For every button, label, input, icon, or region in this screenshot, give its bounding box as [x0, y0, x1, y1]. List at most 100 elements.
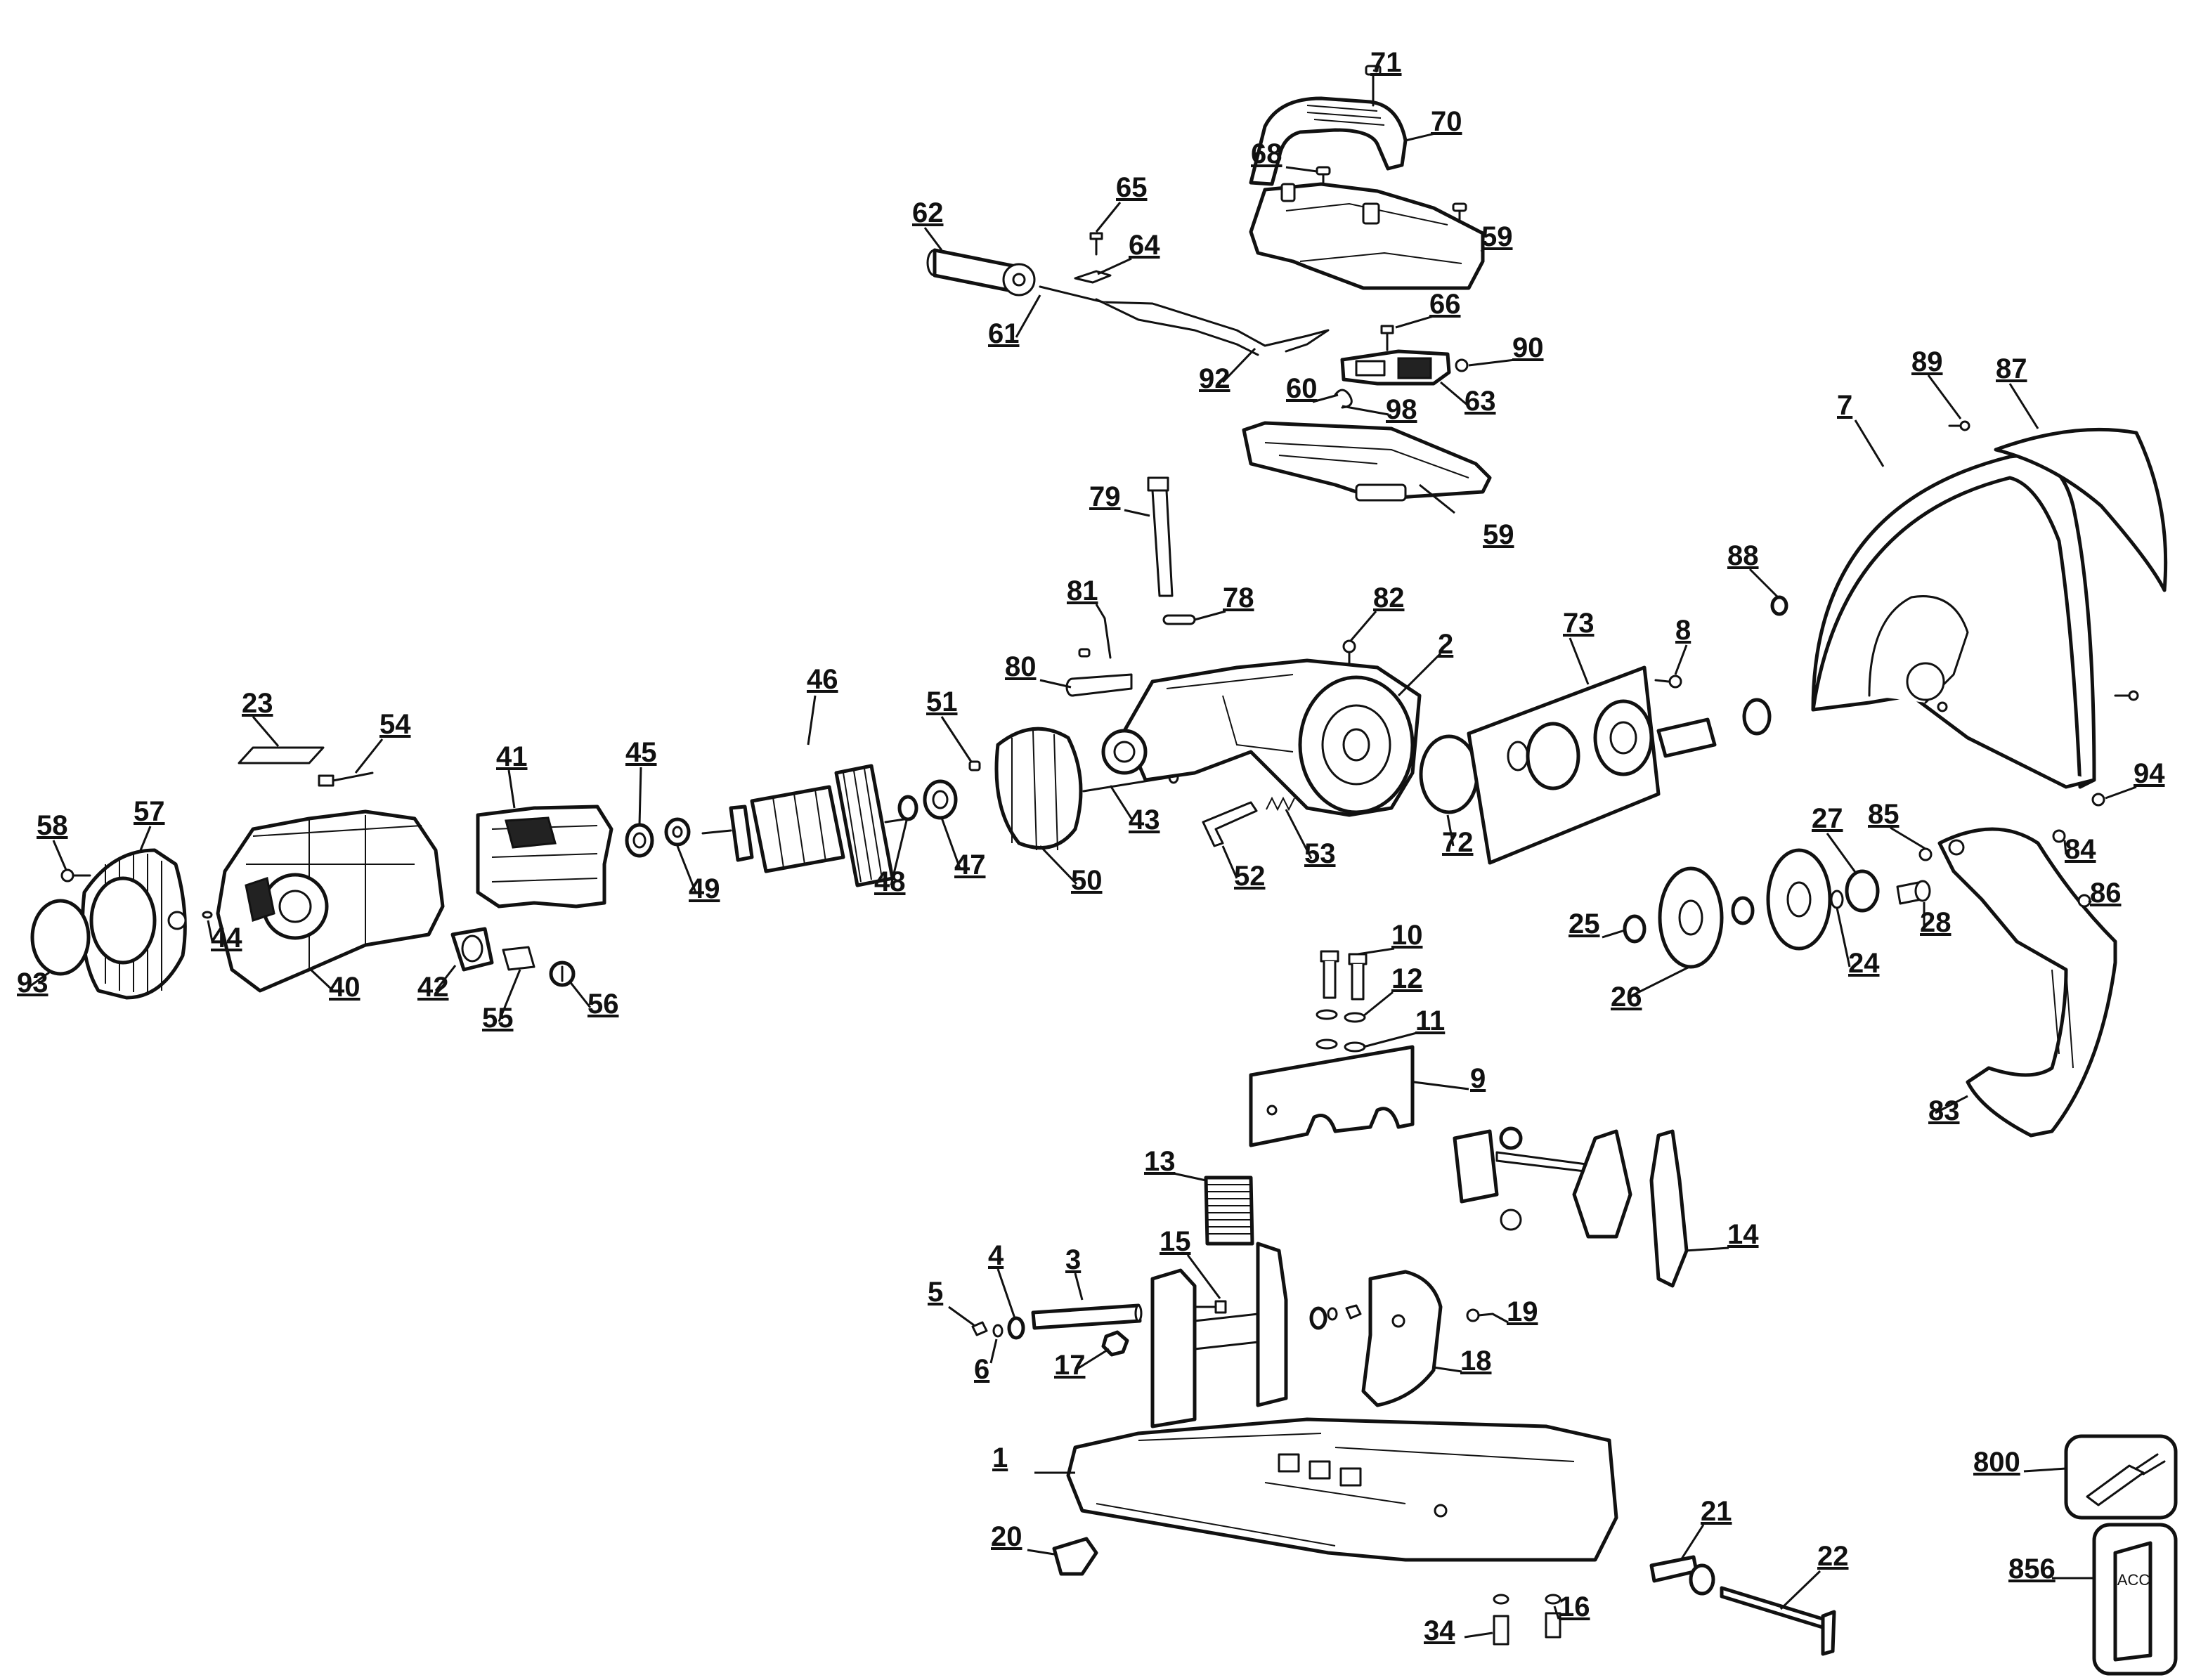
- callout-87: 87: [1996, 353, 2027, 384]
- callout-21: 21: [1701, 1496, 1732, 1527]
- leader-line-63: [1440, 381, 1469, 408]
- screw-part-54: [318, 771, 374, 787]
- screw-part-19: [1466, 1308, 1494, 1322]
- leader-line-81: [1095, 604, 1106, 619]
- armature-part-46: [701, 764, 915, 887]
- leader-line-50: [1039, 845, 1078, 885]
- bolt-part-15: [1193, 1300, 1227, 1314]
- leader-line-82: [1349, 611, 1377, 642]
- callout-4: 4: [988, 1240, 1004, 1271]
- callout-47: 47: [954, 849, 986, 880]
- callout-6: 6: [974, 1354, 989, 1385]
- leader-line-9: [1413, 1081, 1469, 1090]
- blade-guard-part-87: [1994, 427, 2168, 592]
- callout-46: 46: [807, 664, 838, 695]
- callout-63: 63: [1465, 386, 1496, 417]
- callout-66: 66: [1429, 289, 1461, 320]
- nut-part-5-right: [1345, 1304, 1362, 1320]
- pin-part-81: [1103, 617, 1112, 659]
- leader-line-44: [207, 920, 214, 942]
- bolt-part-16: [1545, 1594, 1561, 1639]
- nut-part-94: [2091, 793, 2105, 807]
- leader-line-73: [1569, 637, 1590, 685]
- callout-23: 23: [242, 688, 273, 719]
- leader-line-17: [1074, 1348, 1110, 1372]
- clip-part-64: [1074, 270, 1112, 284]
- leader-line-25: [1602, 929, 1625, 939]
- leader-line-56: [568, 980, 592, 1008]
- shaft-part-80: [1065, 673, 1133, 697]
- rod-part-79: [1147, 476, 1174, 597]
- spring-part-60: [1334, 389, 1353, 409]
- callout-65: 65: [1116, 172, 1148, 203]
- leader-line-12: [1363, 991, 1394, 1017]
- callout-22: 22: [1817, 1541, 1849, 1572]
- leader-line-55: [498, 969, 521, 1022]
- callout-81: 81: [1067, 575, 1098, 606]
- callout-9: 9: [1470, 1063, 1486, 1094]
- handle-base-part-59-lower: [1242, 421, 1492, 502]
- leader-line-10: [1357, 947, 1395, 956]
- leader-line-5: [948, 1305, 975, 1327]
- leader-line-60: [1312, 393, 1339, 403]
- callout-53: 53: [1304, 838, 1336, 869]
- spacer-part-13: [1204, 1176, 1254, 1246]
- callout-26: 26: [1611, 982, 1642, 1012]
- leader-line-93: [29, 971, 50, 988]
- leader-line-14: [1684, 1246, 1729, 1252]
- leader-line-40: [308, 967, 335, 992]
- callout-57: 57: [134, 796, 165, 827]
- trigger-rod-part-62: [926, 248, 1036, 297]
- callout-52: 52: [1234, 861, 1266, 892]
- callout-71: 71: [1370, 47, 1402, 78]
- gear-case-part-2: [1101, 658, 1422, 817]
- leader-line-19: [1492, 1313, 1509, 1324]
- leader-line-41: [507, 769, 516, 809]
- washer-part-6-right: [1327, 1307, 1338, 1321]
- pin-part-78: [1162, 614, 1196, 625]
- leader-line-86: [2088, 899, 2092, 904]
- plate-part-93: [30, 899, 91, 976]
- callout-43: 43: [1129, 805, 1160, 835]
- leader-line-51: [940, 716, 973, 762]
- washer-part-4-left: [1007, 1316, 1025, 1340]
- callout-56: 56: [587, 989, 619, 1020]
- callout-18: 18: [1460, 1346, 1492, 1376]
- callout-856: 856: [2008, 1554, 2056, 1584]
- wrench-holder-part-21: [1649, 1555, 1715, 1596]
- leader-line-26: [1630, 965, 1690, 998]
- bolt-part-28: [1896, 880, 1931, 905]
- leader-line-42: [434, 965, 457, 991]
- callout-41: 41: [496, 741, 528, 772]
- leader-line-52: [1221, 845, 1238, 879]
- callout-11: 11: [1415, 1005, 1445, 1036]
- screw-part-65: [1089, 232, 1103, 256]
- nut-part-85: [1918, 847, 1933, 861]
- washers-part-12: [1316, 1009, 1366, 1023]
- callout-17: 17: [1054, 1350, 1086, 1381]
- leader-line-8: [1674, 644, 1688, 675]
- callout-73: 73: [1563, 608, 1595, 639]
- leader-line-61: [1015, 294, 1041, 338]
- leader-line-2: [1397, 652, 1442, 697]
- callout-48: 48: [874, 866, 906, 897]
- nut-part-5-left: [971, 1321, 988, 1336]
- callout-62: 62: [912, 197, 944, 228]
- leader-line-59-lower: [1419, 483, 1455, 514]
- screw-part-58-left: [60, 868, 91, 883]
- accessory-part-856: ACC: [2092, 1523, 2178, 1676]
- pin-part-51-left: [968, 760, 981, 771]
- callout-94: 94: [2134, 758, 2165, 789]
- handle-part-70: [1249, 96, 1408, 186]
- callout-50: 50: [1071, 865, 1103, 896]
- leader-line-98: [1342, 405, 1389, 416]
- leader-line-20: [1027, 1549, 1055, 1556]
- leader-line-79: [1124, 509, 1150, 517]
- callout-70: 70: [1431, 106, 1462, 137]
- callout-93: 93: [17, 968, 48, 998]
- callout-54: 54: [379, 709, 411, 740]
- callout-58: 58: [37, 810, 68, 841]
- leader-line-47: [940, 817, 961, 869]
- callout-98: 98: [1386, 394, 1417, 425]
